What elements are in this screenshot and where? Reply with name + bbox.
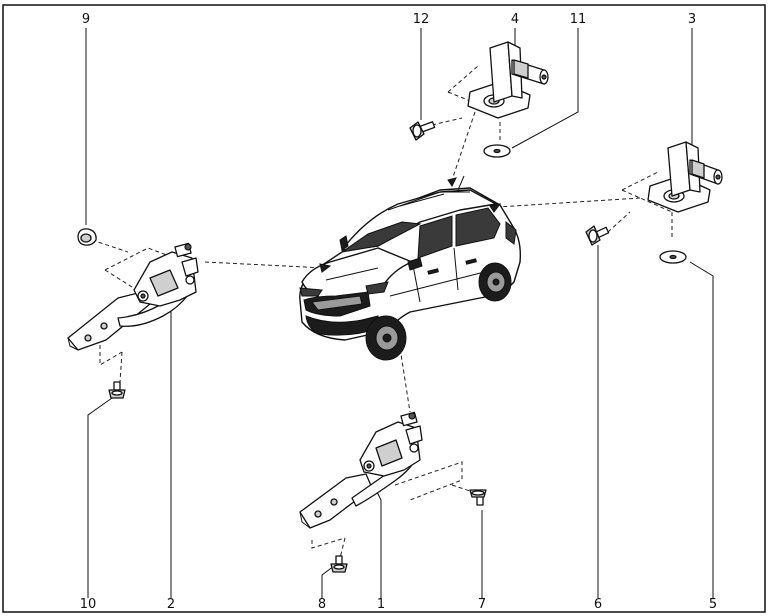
part-2-hood-hinge <box>67 242 199 351</box>
part-4-liftgate-hinge <box>467 41 549 119</box>
diagram-frame <box>2 4 766 613</box>
part-3-side-hinge <box>647 141 723 213</box>
callout-3: 3 <box>688 12 696 27</box>
assembly-lines <box>91 65 673 559</box>
part-12-bolt <box>409 121 436 141</box>
callout-8: 8 <box>318 597 326 612</box>
callout-4: 4 <box>511 12 519 27</box>
part-9-cap <box>77 228 97 246</box>
callout-2: 2 <box>167 597 175 612</box>
callout-7: 7 <box>478 597 486 612</box>
part-11-washer <box>483 144 511 158</box>
part-6-bolt <box>585 225 610 246</box>
vehicle-illustration <box>299 175 522 361</box>
part-7-bolt <box>469 489 487 506</box>
callout-labels: 9 12 4 11 3 10 2 8 1 7 6 5 <box>80 12 717 612</box>
part-5-washer <box>659 250 687 264</box>
part-10-bolt <box>108 381 126 399</box>
callout-12: 12 <box>413 12 430 27</box>
part-8-bolt <box>330 555 348 573</box>
leader-lines <box>85 28 714 598</box>
callout-5: 5 <box>709 597 717 612</box>
callout-10: 10 <box>80 597 97 612</box>
callout-9: 9 <box>82 12 90 27</box>
callout-6: 6 <box>594 597 602 612</box>
callout-11: 11 <box>570 12 587 27</box>
part-1-door-hinge <box>299 411 423 529</box>
callout-1: 1 <box>377 597 385 612</box>
